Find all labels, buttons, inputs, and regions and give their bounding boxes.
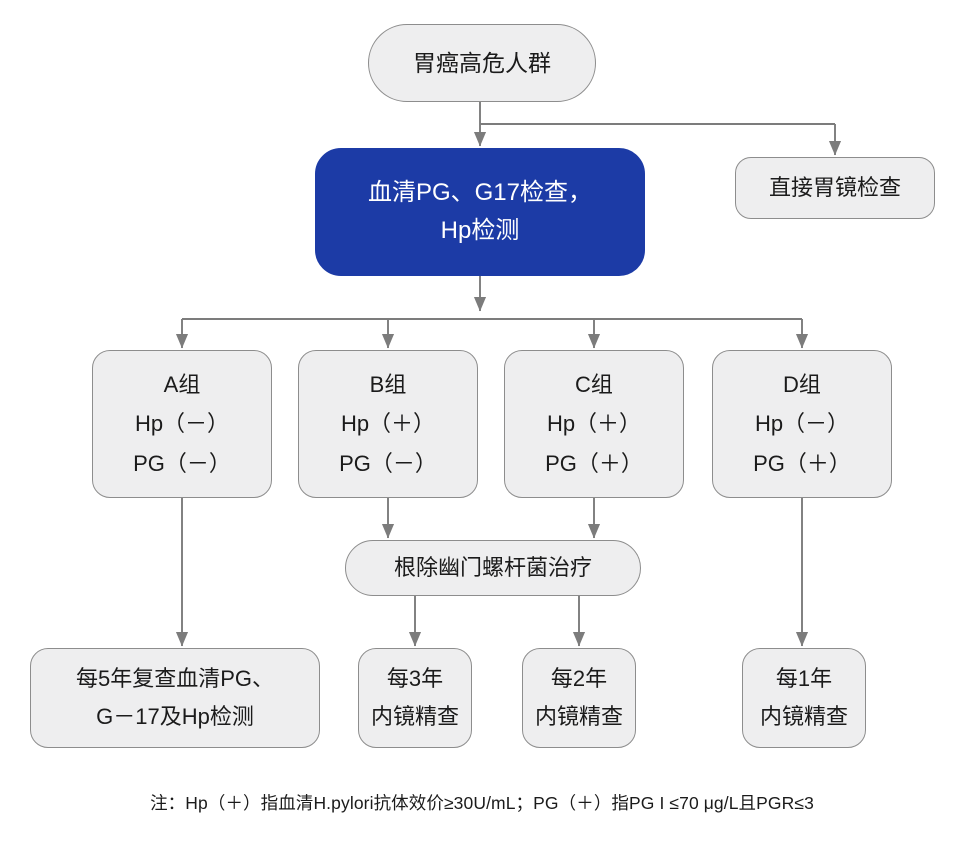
- node-outcome-every-2-years[interactable]: 每2年 内镜精查: [522, 648, 636, 748]
- outcome-c-line-2: 内镜精查: [534, 704, 623, 729]
- outcome-c-line-1: 每2年: [550, 665, 608, 691]
- group-b-name: B组: [369, 372, 407, 398]
- group-b-pg: PG（－）: [339, 450, 437, 476]
- group-b-hp: Hp（＋）: [340, 411, 436, 437]
- node-direct-gastroscopy-label: 直接胃镜检查: [768, 175, 901, 201]
- outcome-a-line-2: G－17及Hp检测: [96, 704, 254, 729]
- outcome-d-line-2: 内镜精查: [759, 704, 848, 729]
- node-group-d[interactable]: D组 Hp（－） PG（＋）: [712, 350, 892, 498]
- node-outcome-every-1-year[interactable]: 每1年 内镜精查: [742, 648, 866, 748]
- group-c-pg: PG（＋）: [545, 450, 643, 476]
- group-a-hp: Hp（－）: [134, 411, 230, 437]
- node-outcome-every-3-years[interactable]: 每3年 内镜精查: [358, 648, 472, 748]
- node-high-risk-population-label: 胃癌高危人群: [413, 49, 551, 76]
- node-serum-line-1: 血清PG、G17检查，: [367, 179, 593, 207]
- group-a-pg: PG（－）: [133, 450, 231, 476]
- node-group-a[interactable]: A组 Hp（－） PG（－）: [92, 350, 272, 498]
- node-high-risk-population[interactable]: 胃癌高危人群: [368, 24, 596, 102]
- outcome-d-line-1: 每1年: [775, 665, 833, 691]
- node-serum-pg-g17-hp-test[interactable]: 血清PG、G17检查， Hp检测: [315, 148, 645, 276]
- group-d-name: D组: [783, 372, 821, 398]
- node-group-b[interactable]: B组 Hp（＋） PG（－）: [298, 350, 478, 498]
- group-c-hp: Hp（＋）: [546, 411, 642, 437]
- node-serum-line-2: Hp检测: [440, 217, 520, 244]
- node-group-c[interactable]: C组 Hp（＋） PG（＋）: [504, 350, 684, 498]
- outcome-b-line-2: 内镜精查: [370, 704, 459, 729]
- node-outcome-every-5-years[interactable]: 每5年复查血清PG、 G－17及Hp检测: [30, 648, 320, 748]
- node-hp-eradication-therapy[interactable]: 根除幽门螺杆菌治疗: [345, 540, 641, 596]
- group-d-hp: Hp（－）: [754, 411, 850, 437]
- outcome-b-line-1: 每3年: [386, 665, 444, 691]
- footnote-definitions: 注：Hp（＋）指血清H.pylori抗体效价≥30U/mL；PG（＋）指PG I…: [150, 793, 814, 813]
- node-direct-gastroscopy[interactable]: 直接胃镜检查: [735, 157, 935, 219]
- node-hp-eradication-therapy-label: 根除幽门螺杆菌治疗: [393, 555, 592, 581]
- group-a-name: A组: [163, 372, 201, 398]
- group-d-pg: PG（＋）: [753, 450, 851, 476]
- group-c-name: C组: [575, 372, 613, 398]
- outcome-a-line-1: 每5年复查血清PG、: [75, 665, 275, 691]
